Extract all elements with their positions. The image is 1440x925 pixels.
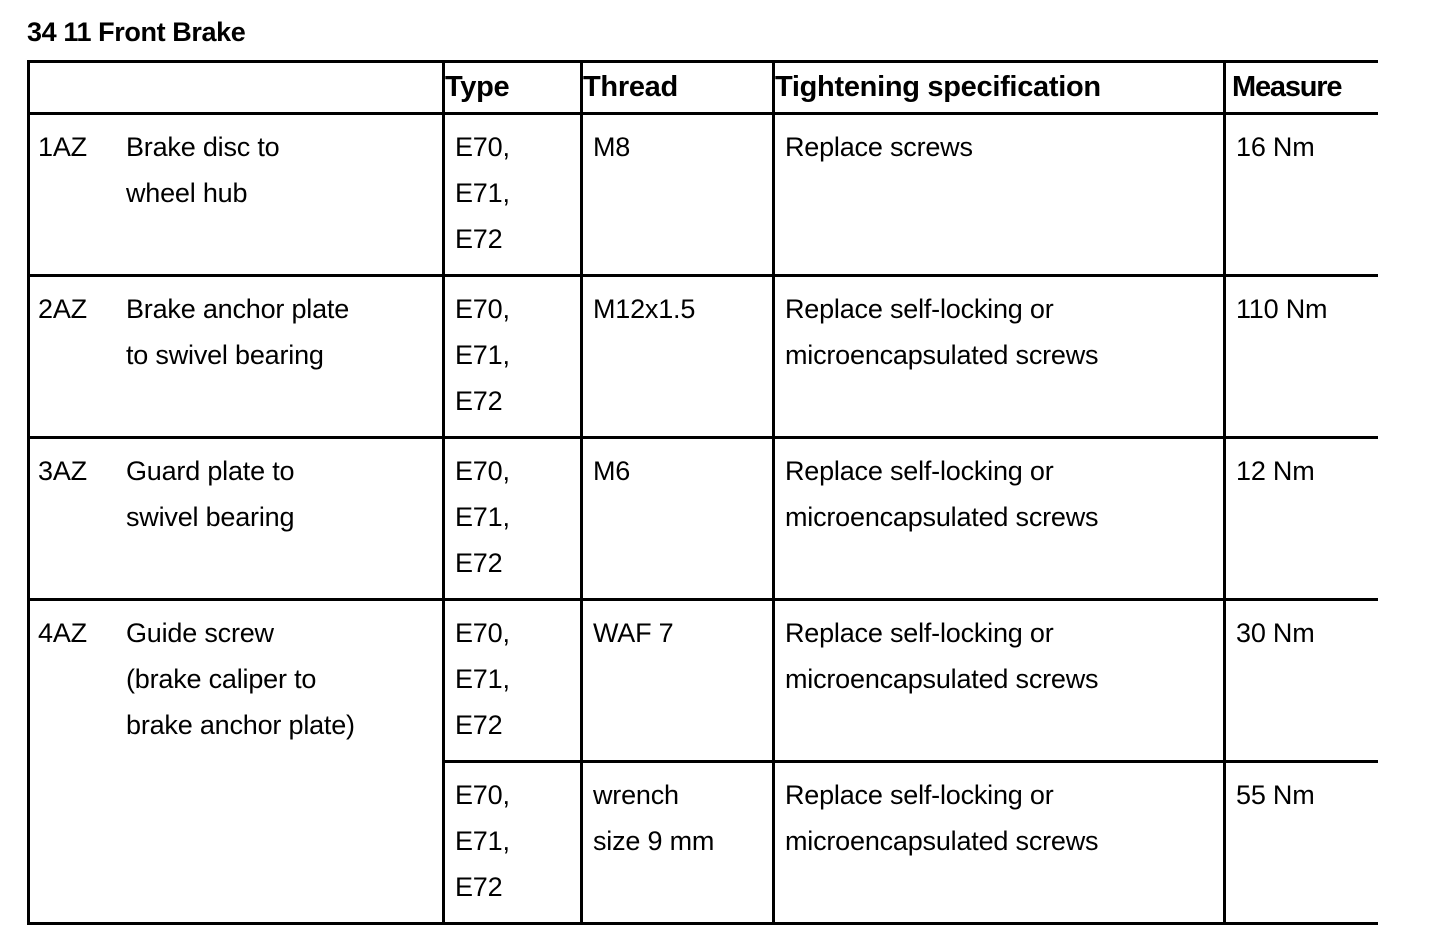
- row-measure-cell: 110 Nm: [1223, 274, 1378, 439]
- row-thread-cell: WAF 7: [580, 598, 775, 763]
- row-type-cell: E70, E71, E72: [442, 598, 583, 763]
- row-type-cell: E70, E71, E72: [442, 274, 583, 439]
- row-spec-cell: Replace self-locking or microencapsulate…: [772, 598, 1226, 763]
- row-id-label: 2AZ: [38, 294, 87, 324]
- table-row: 3AZ Guard plate to swivel bearing E70, E…: [27, 436, 1378, 601]
- row-type-cell: E70, E71, E72: [442, 760, 583, 925]
- row-description-cell: 1AZ Brake disc to wheel hub: [27, 112, 445, 277]
- row-id-label: 1AZ: [38, 132, 87, 162]
- page-title: 34 11 Front Brake: [27, 17, 246, 47]
- row-spec-cell: Replace screws: [772, 112, 1226, 277]
- row-type-cell: E70, E71, E72: [442, 112, 583, 277]
- column-header-tightening-specification: Tightening specification: [772, 60, 1226, 115]
- row-measure-cell: 55 Nm: [1223, 760, 1378, 925]
- column-header-description: [27, 60, 445, 115]
- column-header-measure: Measure: [1223, 60, 1378, 115]
- row-id-label: 4AZ: [38, 618, 87, 648]
- row-description-cell: 4AZ Guide screw (brake caliper to brake …: [27, 598, 445, 925]
- row-thread-cell: M8: [580, 112, 775, 277]
- row-measure-cell: 12 Nm: [1223, 436, 1378, 601]
- table-row: 4AZ Guide screw (brake caliper to brake …: [27, 598, 1378, 925]
- row-spec-cell: Replace self-locking or microencapsulate…: [772, 274, 1226, 439]
- row-description-label: Guard plate to swivel bearing: [126, 456, 295, 532]
- table-row: 1AZ Brake disc to wheel hub E70, E71, E7…: [27, 112, 1378, 277]
- row-thread-cell: M6: [580, 436, 775, 601]
- column-header-type: Type: [442, 60, 583, 115]
- row-spec-cell: Replace self-locking or microencapsulate…: [772, 436, 1226, 601]
- row-thread-cell: wrench size 9 mm: [580, 760, 775, 925]
- row-description-label: Guide screw (brake caliper to brake anch…: [126, 618, 355, 740]
- table-header-row: Type Thread Tightening specification Mea…: [27, 60, 1378, 115]
- row-id-label: 3AZ: [38, 456, 87, 486]
- tightening-specifications-table: Type Thread Tightening specification Mea…: [27, 60, 1378, 925]
- row-spec-cell: Replace self-locking or microencapsulate…: [772, 760, 1226, 925]
- table-row: 2AZ Brake anchor plate to swivel bearing…: [27, 274, 1378, 439]
- row-description-label: Brake anchor plate to swivel bearing: [126, 294, 350, 370]
- tightening-specifications-table-container: Type Thread Tightening specification Mea…: [27, 60, 1378, 925]
- row-measure-cell: 30 Nm: [1223, 598, 1378, 763]
- column-header-thread: Thread: [580, 60, 775, 115]
- row-thread-cell: M12x1.5: [580, 274, 775, 439]
- row-type-cell: E70, E71, E72: [442, 436, 583, 601]
- row-measure-cell: 16 Nm: [1223, 112, 1378, 277]
- row-description-cell: 3AZ Guard plate to swivel bearing: [27, 436, 445, 601]
- document-page: 34 11 Front Brake Type Thread Tightening…: [27, 17, 1378, 925]
- row-description-cell: 2AZ Brake anchor plate to swivel bearing: [27, 274, 445, 439]
- row-description-label: Brake disc to wheel hub: [126, 132, 280, 208]
